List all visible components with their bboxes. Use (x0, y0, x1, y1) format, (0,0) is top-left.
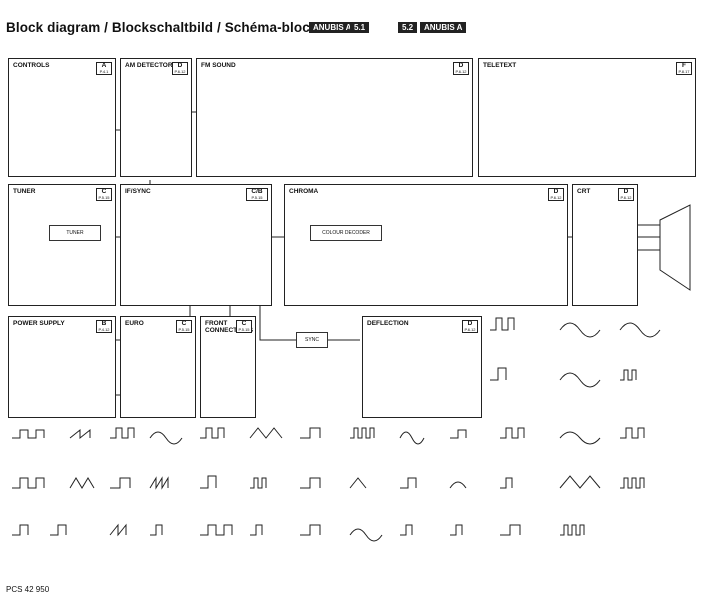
am-detector-label: AM DETECTOR (125, 62, 173, 69)
if-sync-label: IF/SYNC (125, 188, 151, 195)
tuner-label: TUNER (13, 188, 36, 195)
anubis-tag-b: ANUBIS A (420, 22, 467, 33)
page-title: Block diagram / Blockschaltbild / Schéma… (6, 20, 310, 35)
sync-box: SYNC (296, 332, 328, 348)
fm-sound-label: FM SOUND (201, 62, 236, 69)
power-supply-label: POWER SUPPLY (13, 320, 65, 327)
document-code: PCS 42 950 (6, 585, 50, 594)
front-connections-label: FRONT CONNECTIONS (205, 320, 254, 334)
chroma-label: CHROMA (289, 188, 319, 195)
version-tag-52: 5.2 (398, 22, 418, 33)
controls-label: CONTROLS (13, 62, 50, 69)
anubis-tag-a: ANUBIS A (309, 22, 356, 33)
deflection-label: DEFLECTION (367, 320, 409, 327)
tuner-box: TUNER (49, 225, 101, 241)
colour-decoder-box: COLOUR DECODER (310, 225, 382, 241)
teletext-label: TELETEXT (483, 62, 517, 69)
version-tag-51: 5.1 (350, 22, 370, 33)
euro-label: EURO (125, 320, 144, 327)
crt-label: CRT (577, 188, 591, 195)
